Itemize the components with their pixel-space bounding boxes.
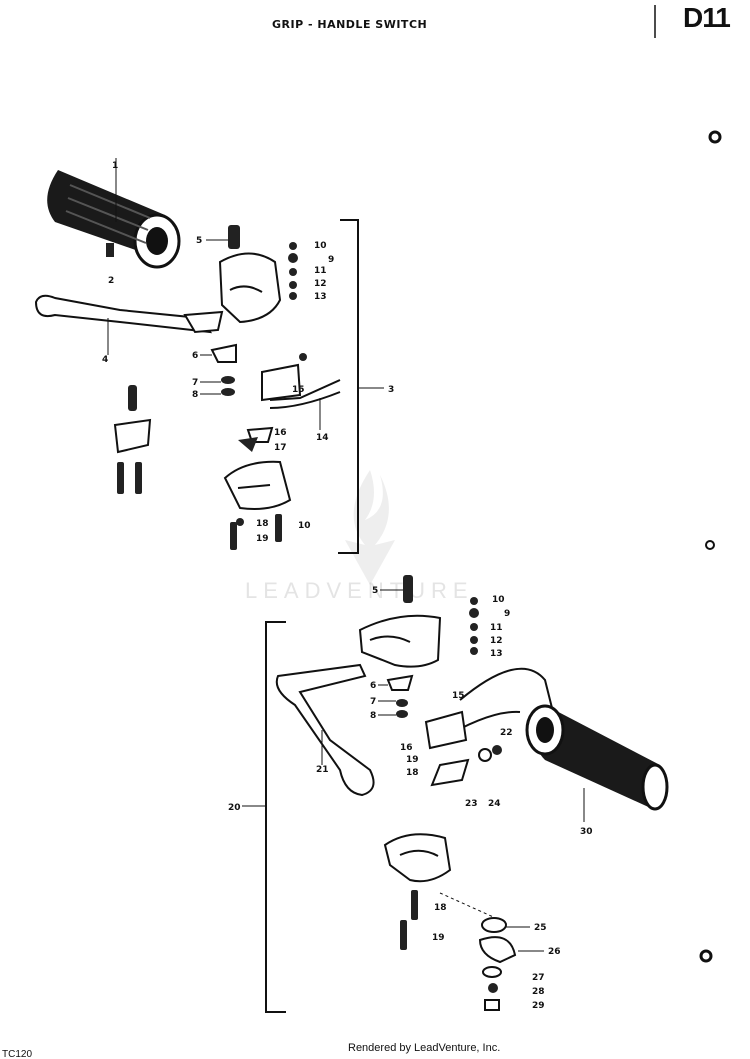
part-small-hardware-lower [469, 597, 479, 655]
callout-label: 12 [490, 636, 503, 646]
rendered-by-footer: Rendered by LeadVenture, Inc. [348, 1042, 501, 1054]
binder-hole-icon [699, 949, 713, 963]
callout-label: 13 [314, 292, 327, 302]
callout-label: 15 [292, 385, 305, 395]
part-small-hardware [288, 242, 298, 300]
callout-label: 18 [406, 768, 419, 778]
page-corner-code: TC120 [2, 1049, 33, 1059]
part-washer [221, 388, 235, 396]
callout-label: 19 [256, 534, 269, 544]
callout-label: 14 [316, 433, 329, 443]
callout-label: 15 [452, 691, 465, 701]
callout-label: 9 [328, 255, 334, 265]
watermark-logo [345, 470, 395, 585]
callout-label: 16 [274, 428, 287, 438]
part-washer [221, 376, 235, 384]
part-switch-unit-lower [424, 710, 502, 787]
callout-label: 27 [532, 973, 545, 983]
part-grip-upper [47, 170, 181, 269]
part-lower-housing-lower [383, 833, 452, 883]
callout-label: 16 [400, 743, 413, 753]
callout-label: 18 [434, 903, 447, 913]
group-bracket [265, 621, 286, 1013]
part-switch-unit-upper [238, 353, 341, 452]
callout-label: 5 [196, 236, 202, 246]
part-switch-housing-upper [218, 225, 282, 324]
callout-label: 22 [500, 728, 513, 738]
callout-label: 28 [532, 987, 545, 997]
diagram-title: GRIP - HANDLE SWITCH [272, 18, 428, 31]
callout-label: 10 [298, 521, 311, 531]
part-lower-housing-upper [223, 460, 292, 510]
binder-hole-icon [708, 130, 722, 144]
callout-label: 18 [256, 519, 269, 529]
part-lever-lower [275, 663, 375, 797]
callout-label: 10 [314, 241, 327, 251]
callout-label: 10 [492, 595, 505, 605]
part-switch-housing-lower [358, 575, 442, 668]
callout-label: 25 [534, 923, 547, 933]
binder-hole-icon [705, 540, 715, 550]
callout-label: 24 [488, 799, 501, 809]
callout-label: 11 [490, 623, 503, 633]
callout-label: 7 [192, 378, 198, 388]
leader-line [439, 892, 501, 921]
part-clamp-upper [113, 385, 152, 494]
part-grip-lower [525, 704, 669, 811]
part-washer [396, 699, 408, 707]
callout-label: 30 [580, 827, 593, 837]
callout-label: 21 [316, 765, 329, 775]
callout-label: 20 [228, 803, 241, 813]
part-washer [396, 710, 408, 718]
callout-label: 6 [370, 681, 376, 691]
callout-label: 26 [548, 947, 561, 957]
callout-label: 17 [274, 443, 287, 453]
callout-label: 19 [432, 933, 445, 943]
callout-label: 4 [102, 355, 108, 365]
callout-label: 29 [532, 1001, 545, 1011]
part-screw [106, 243, 114, 257]
callout-label: 5 [372, 586, 378, 596]
part-screw [411, 890, 418, 920]
part-screws-upper-lower [230, 514, 282, 550]
callout-label: 7 [370, 697, 376, 707]
callout-label: 19 [406, 755, 419, 765]
callout-label: 8 [370, 711, 376, 721]
callout-label: 8 [192, 390, 198, 400]
callout-label: 6 [192, 351, 198, 361]
callout-label: 23 [465, 799, 478, 809]
part-screw [400, 920, 407, 950]
group-bracket [338, 219, 359, 554]
label-leaders [200, 239, 544, 952]
callout-label: 12 [314, 279, 327, 289]
watermark-text: LEADVENTURE [245, 578, 474, 603]
part-clip [386, 674, 414, 691]
callout-label: 11 [314, 266, 327, 276]
callout-label: 13 [490, 649, 503, 659]
part-lever-upper [34, 294, 224, 334]
part-clip [210, 343, 237, 363]
part-cable [459, 667, 556, 721]
callout-label: 1 [112, 161, 118, 171]
callout-label: 2 [108, 276, 114, 286]
callout-label: 3 [388, 385, 394, 395]
part-kill-switch-stack [478, 917, 517, 1011]
callout-label: 9 [504, 609, 510, 619]
section-code: D11 [683, 2, 731, 33]
